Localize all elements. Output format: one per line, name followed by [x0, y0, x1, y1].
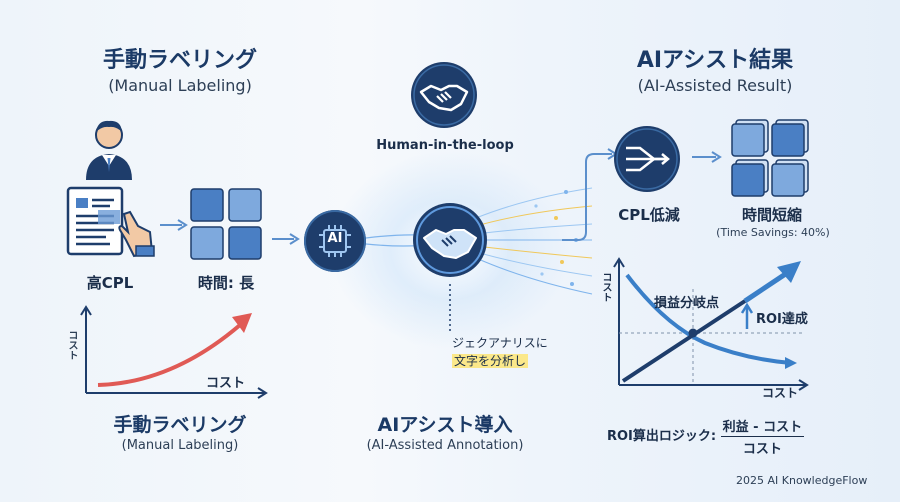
- grid-tiles-icon: [190, 188, 262, 260]
- roi-numerator: 利益 - コスト: [720, 416, 805, 437]
- arrow-icon: [692, 151, 722, 163]
- left-bottom-subtitle: (Manual Labeling): [121, 438, 239, 453]
- dotted-connector: [449, 284, 451, 334]
- connector-arrow: [562, 148, 618, 241]
- curve-arrowhead: [232, 313, 252, 333]
- document-hand-icon: [66, 186, 155, 258]
- left-chart-ylabel: コスト: [66, 330, 77, 360]
- person-icon: [86, 120, 132, 180]
- roi-line-dark: [621, 299, 747, 383]
- handshake-icon: [411, 62, 477, 128]
- left-subtitle: (Manual Labeling): [108, 76, 252, 95]
- right-chart-xlabel: コスト: [762, 386, 799, 400]
- cpl-reduction-label: CPL低減: [618, 206, 680, 224]
- left-chart-xlabel: コスト: [206, 376, 246, 391]
- breakeven-label: 損益分岐点: [654, 296, 720, 311]
- arrow-icon: [272, 233, 300, 245]
- right-subtitle: (AI-Assisted Result): [637, 76, 793, 95]
- time-savings-label: 時間短縮: [741, 206, 802, 224]
- stacked-tiles-icon: [731, 119, 809, 197]
- right-chart-ylabel: コスト: [600, 272, 611, 302]
- right-title: AIアシスト結果: [636, 48, 794, 73]
- arrow-icon: [160, 219, 188, 231]
- high-cpl-label: 高CPL: [86, 274, 134, 292]
- center-bottom-title: AIアシスト導入: [377, 414, 513, 436]
- footer-credit: 2025 AI KnowledgeFlow: [736, 474, 868, 487]
- left-title: 手動ラベリング: [102, 48, 257, 73]
- roi-denominator: コスト: [742, 442, 782, 457]
- chip-icon: [319, 225, 351, 257]
- roi-line-light: [743, 270, 789, 304]
- cost-decline-curve: [625, 273, 792, 365]
- left-bottom-title: 手動ラベリング: [113, 414, 247, 436]
- hitl-label: Human-in-the-loop: [376, 138, 514, 153]
- roi-achieved-label: ROI達成: [756, 312, 808, 327]
- ai-chip-badge: AI: [304, 210, 366, 272]
- caption-line-2-wrap: 文字を分析し: [452, 352, 529, 369]
- caption-line-2: 文字を分析し: [452, 354, 529, 368]
- shuffle-icon: [614, 126, 680, 192]
- caption-line-1: ジェクアナリスに: [452, 336, 548, 350]
- time-savings-value: (Time Savings: 40%): [716, 226, 830, 239]
- manual-cost-chart: [80, 305, 268, 399]
- roi-fraction: 利益 - コスト コスト: [720, 416, 805, 457]
- breakeven-point: [688, 328, 698, 338]
- time-long-label: 時間: 長: [197, 274, 255, 292]
- data-stream-lines: [366, 187, 593, 295]
- center-bottom-subtitle: (AI-Assisted Annotation): [366, 438, 524, 453]
- roi-formula-label: ROI算出ロジック:: [607, 429, 717, 444]
- roi-breakeven-chart: [613, 257, 809, 391]
- ai-chip-label: AI: [327, 231, 343, 246]
- ai-handshake-icon: [413, 203, 487, 277]
- roi-formula: ROI算出ロジック: 利益 - コスト コスト: [607, 416, 805, 457]
- rising-cost-curve: [97, 323, 242, 387]
